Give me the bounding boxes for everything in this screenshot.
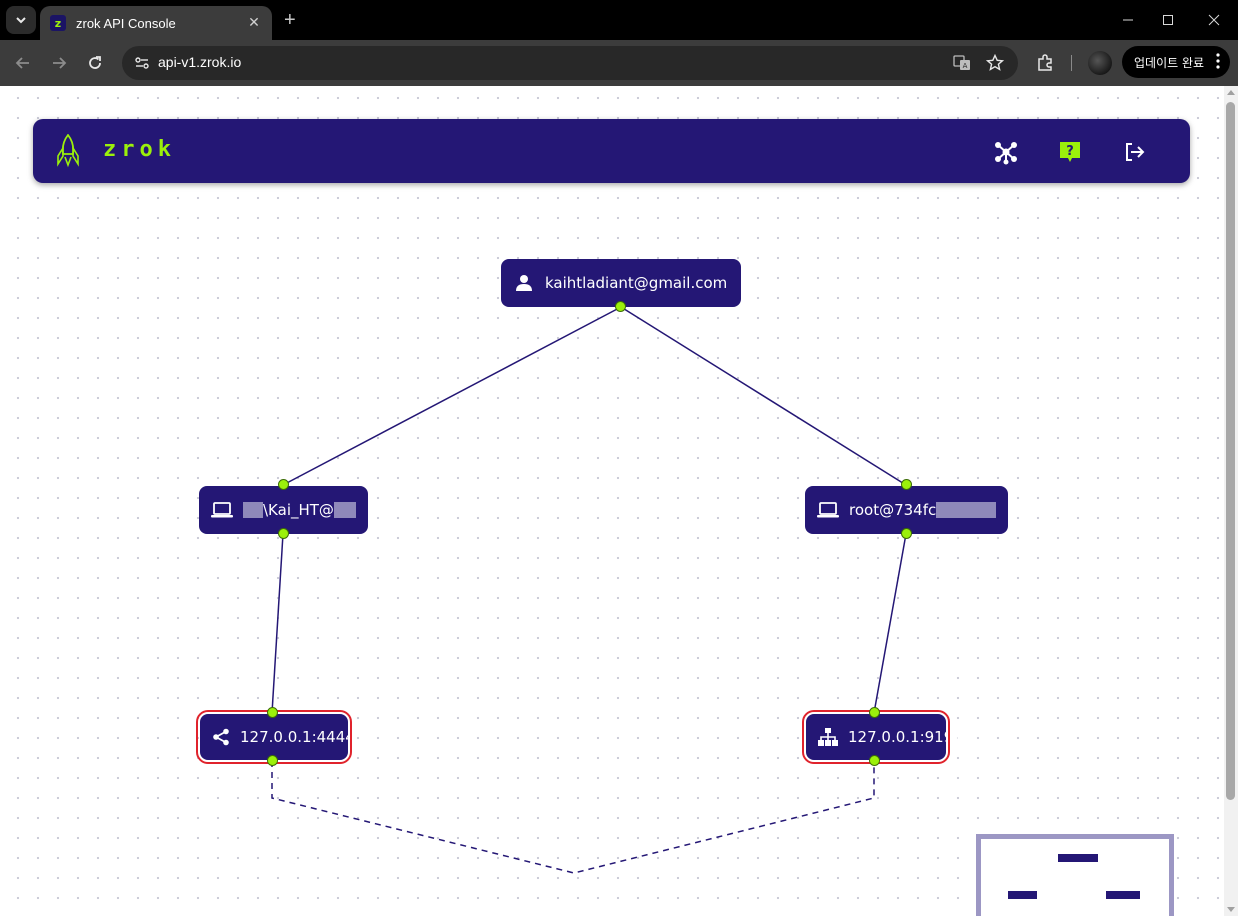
edge-account-env2	[620, 306, 907, 486]
share-2-bottom-handle[interactable]	[869, 755, 880, 766]
edge-env2-share2	[873, 533, 907, 714]
share-1-label: 127.0.0.1:4444	[240, 728, 355, 746]
edge-share-access-dashed	[271, 761, 875, 874]
app-header: zrok ?	[33, 119, 1190, 183]
arrow-left-icon	[15, 57, 29, 69]
environment-2-bottom-handle[interactable]	[901, 528, 912, 539]
logout-icon	[1126, 143, 1145, 161]
account-label: kaihtladiant@gmail.com	[545, 274, 728, 292]
environment-node-2[interactable]: root@734fc	[805, 486, 1008, 534]
redacted-text	[243, 502, 263, 518]
forward-button[interactable]	[47, 51, 71, 75]
edge-env1-share1	[271, 533, 284, 714]
share-1-top-handle[interactable]	[267, 707, 278, 718]
environment-2-top-handle[interactable]	[901, 479, 912, 490]
update-button[interactable]: 업데이트 완료	[1122, 46, 1230, 78]
minimap-node	[1058, 854, 1098, 862]
address-bar[interactable]: api-v1.zrok.io A	[122, 46, 1018, 80]
environment-1-bottom-handle[interactable]	[278, 528, 289, 539]
svg-text:A: A	[963, 62, 968, 70]
browser-tab[interactable]: z zrok API Console ✕	[40, 6, 272, 40]
share-2-top-handle[interactable]	[869, 707, 880, 718]
minimize-icon[interactable]	[1118, 10, 1138, 30]
site-info-icon[interactable]	[130, 51, 154, 75]
minimap-node	[1106, 891, 1140, 899]
user-icon	[513, 272, 535, 294]
scroll-down-arrow-icon[interactable]	[1227, 907, 1235, 912]
back-button[interactable]	[11, 51, 35, 75]
scroll-up-arrow-icon[interactable]	[1227, 90, 1235, 95]
maximize-icon[interactable]	[1158, 10, 1178, 30]
page-scrollbar[interactable]	[1224, 86, 1238, 916]
edge-account-env1	[282, 306, 622, 486]
share-1-bottom-handle[interactable]	[267, 755, 278, 766]
zrok-favicon: z	[50, 15, 66, 31]
environment-node-1[interactable]: \Kai_HT@	[199, 486, 368, 534]
network-view-button[interactable]	[991, 137, 1021, 167]
browser-tab-bar: z zrok API Console ✕ +	[0, 0, 1238, 40]
new-tab-button[interactable]: +	[284, 9, 296, 31]
account-node-handle[interactable]	[615, 301, 626, 312]
network-icon	[995, 142, 1017, 165]
close-tab-icon[interactable]: ✕	[248, 15, 260, 31]
laptop-icon	[211, 499, 233, 521]
rocket-icon	[57, 134, 79, 168]
toolbar-divider	[1071, 55, 1072, 71]
svg-text:?: ?	[1066, 144, 1074, 159]
help-button[interactable]: ?	[1055, 137, 1085, 167]
share-2-label: 127.0.0.1:9191	[848, 728, 963, 746]
translate-icon[interactable]: A	[952, 53, 972, 73]
share-node-1[interactable]: 127.0.0.1:4444	[196, 710, 355, 764]
help-icon: ?	[1060, 142, 1080, 162]
browser-toolbar: api-v1.zrok.io A 업데이트 완료	[0, 40, 1238, 86]
reload-icon	[89, 56, 101, 69]
arrow-right-icon	[53, 57, 67, 69]
zrok-console-page: zrok ?	[0, 86, 1224, 916]
logout-button[interactable]	[1119, 137, 1149, 167]
graph-minimap[interactable]	[976, 834, 1174, 916]
environment-1-label: \Kai_HT@	[263, 501, 334, 519]
url-text: api-v1.zrok.io	[158, 54, 242, 70]
redacted-text	[936, 502, 996, 518]
tab-search-button[interactable]	[6, 6, 36, 34]
brand-name[interactable]: zrok	[103, 137, 176, 162]
environment-2-label: root@734fc	[849, 501, 937, 519]
reload-button[interactable]	[83, 51, 107, 75]
minimap-node	[1008, 891, 1037, 899]
share-icon	[212, 726, 230, 748]
environment-1-top-handle[interactable]	[278, 479, 289, 490]
extensions-icon[interactable]	[1034, 52, 1056, 74]
close-window-icon[interactable]	[1204, 10, 1224, 30]
more-menu-icon[interactable]	[1216, 53, 1220, 69]
update-button-label: 업데이트 완료	[1134, 55, 1205, 70]
laptop-icon	[817, 499, 839, 521]
graph-edges	[271, 306, 907, 874]
profile-avatar[interactable]	[1088, 51, 1112, 75]
share-node-2[interactable]: 127.0.0.1:9191	[802, 710, 963, 764]
redacted-text	[333, 502, 356, 518]
account-node[interactable]: kaihtladiant@gmail.com	[501, 259, 741, 307]
chevron-down-icon	[16, 17, 26, 24]
sitemap-icon	[818, 726, 838, 748]
tab-title: zrok API Console	[76, 15, 176, 31]
scroll-thumb[interactable]	[1226, 102, 1235, 800]
bookmark-star-icon[interactable]	[985, 53, 1005, 73]
